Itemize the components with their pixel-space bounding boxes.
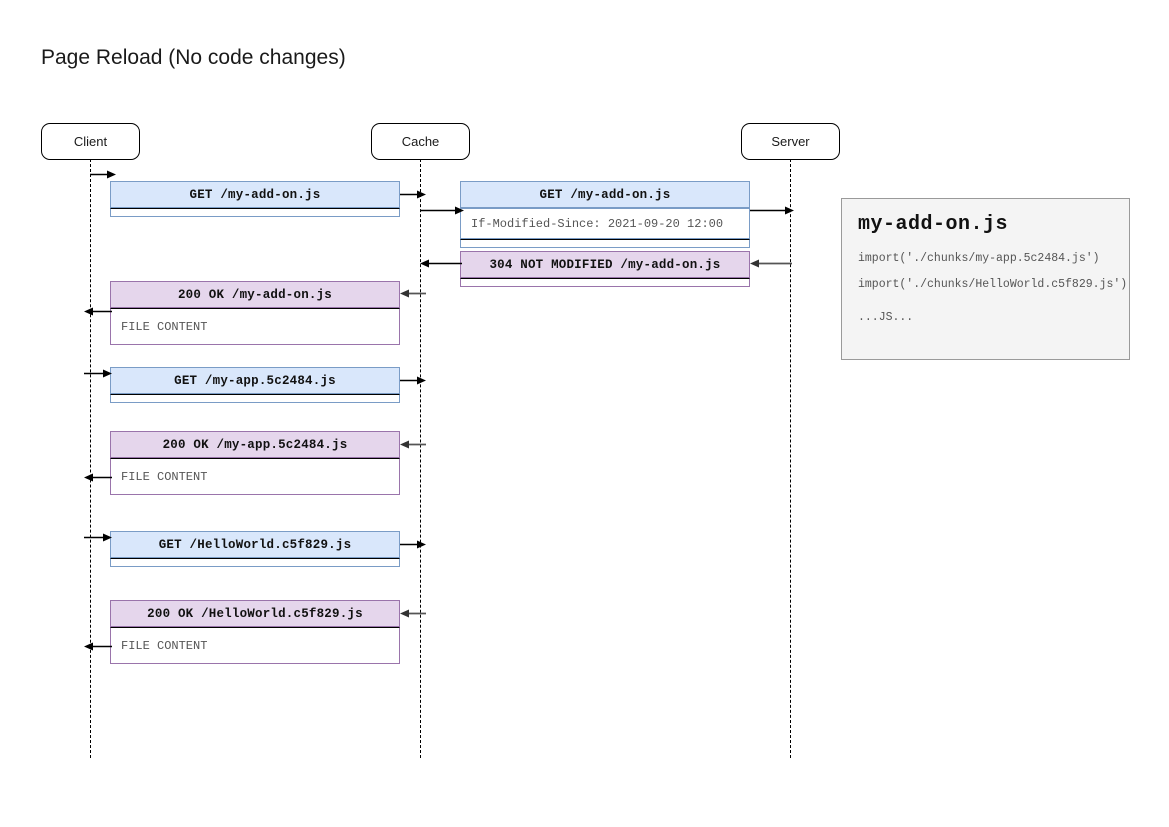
message-ok-helloworld: 200 OK /HelloWorld.c5f829.js FILE CONTEN… (110, 600, 400, 664)
message-strip (110, 208, 400, 217)
arrow-cache-to-client-2 (400, 439, 426, 450)
message-header: 200 OK /my-add-on.js (110, 281, 400, 308)
arrow-cache-to-server-1 (420, 205, 464, 216)
file-panel-filename: my-add-on.js (858, 213, 1009, 236)
message-header: 304 NOT MODIFIED /my-add-on.js (460, 251, 750, 278)
arrow-cache-to-client-2-end (84, 472, 112, 483)
lifeline-cache (420, 159, 421, 758)
participant-server: Server (741, 123, 840, 160)
arrow-cache-to-client-1-end (84, 306, 112, 317)
file-content-panel: my-add-on.js import('./chunks/my-app.5c2… (841, 198, 1130, 360)
file-panel-line: import('./chunks/HelloWorld.c5f829.js') (858, 278, 1128, 291)
arrow-cache-to-server-1-end (750, 205, 794, 216)
arrow-cache-to-client-3-end (84, 641, 112, 652)
message-strip (460, 239, 750, 248)
message-strip (110, 394, 400, 403)
message-body: If-Modified-Since: 2021-09-20 12:00 (460, 208, 750, 239)
message-not-modified-my-add-on: 304 NOT MODIFIED /my-add-on.js (460, 251, 750, 287)
participant-label: Cache (401, 134, 440, 149)
arrow-server-to-cache-1 (750, 258, 792, 269)
message-body: FILE CONTENT (110, 458, 400, 495)
message-get-my-add-on-client: GET /my-add-on.js (110, 181, 400, 217)
message-ok-my-app: 200 OK /my-app.5c2484.js FILE CONTENT (110, 431, 400, 495)
participant-label: Server (771, 134, 810, 149)
arrow-client-to-cache-2-end (400, 375, 426, 386)
arrow-cache-to-client-1 (400, 288, 426, 299)
message-header: 200 OK /HelloWorld.c5f829.js (110, 600, 400, 627)
arrow-server-to-cache-1-end (420, 258, 462, 269)
message-header: GET /my-app.5c2484.js (110, 367, 400, 394)
message-header: GET /my-add-on.js (110, 181, 400, 208)
arrow-client-to-cache-2 (84, 368, 112, 379)
message-body: FILE CONTENT (110, 627, 400, 664)
arrow-client-to-cache-1 (90, 169, 116, 180)
message-header: GET /HelloWorld.c5f829.js (110, 531, 400, 558)
message-get-my-add-on-cache: GET /my-add-on.js If-Modified-Since: 202… (460, 181, 750, 248)
file-panel-line: ...JS... (858, 311, 914, 324)
arrow-client-to-cache-3 (84, 532, 112, 543)
arrow-client-to-cache-1-end (400, 189, 426, 200)
participant-client: Client (41, 123, 140, 160)
message-header: 200 OK /my-app.5c2484.js (110, 431, 400, 458)
lifeline-server (790, 159, 791, 758)
message-ok-my-add-on: 200 OK /my-add-on.js FILE CONTENT (110, 281, 400, 345)
participant-cache: Cache (371, 123, 470, 160)
arrow-client-to-cache-3-end (400, 539, 426, 550)
message-get-my-app: GET /my-app.5c2484.js (110, 367, 400, 403)
file-panel-line: import('./chunks/my-app.5c2484.js') (858, 252, 1100, 265)
page-title: Page Reload (No code changes) (41, 46, 346, 69)
participant-label: Client (73, 134, 108, 149)
message-header: GET /my-add-on.js (460, 181, 750, 208)
message-body: FILE CONTENT (110, 308, 400, 345)
lifeline-client (90, 159, 91, 758)
message-strip (460, 278, 750, 287)
arrow-cache-to-client-3 (400, 608, 426, 619)
message-get-helloworld: GET /HelloWorld.c5f829.js (110, 531, 400, 567)
message-strip (110, 558, 400, 567)
